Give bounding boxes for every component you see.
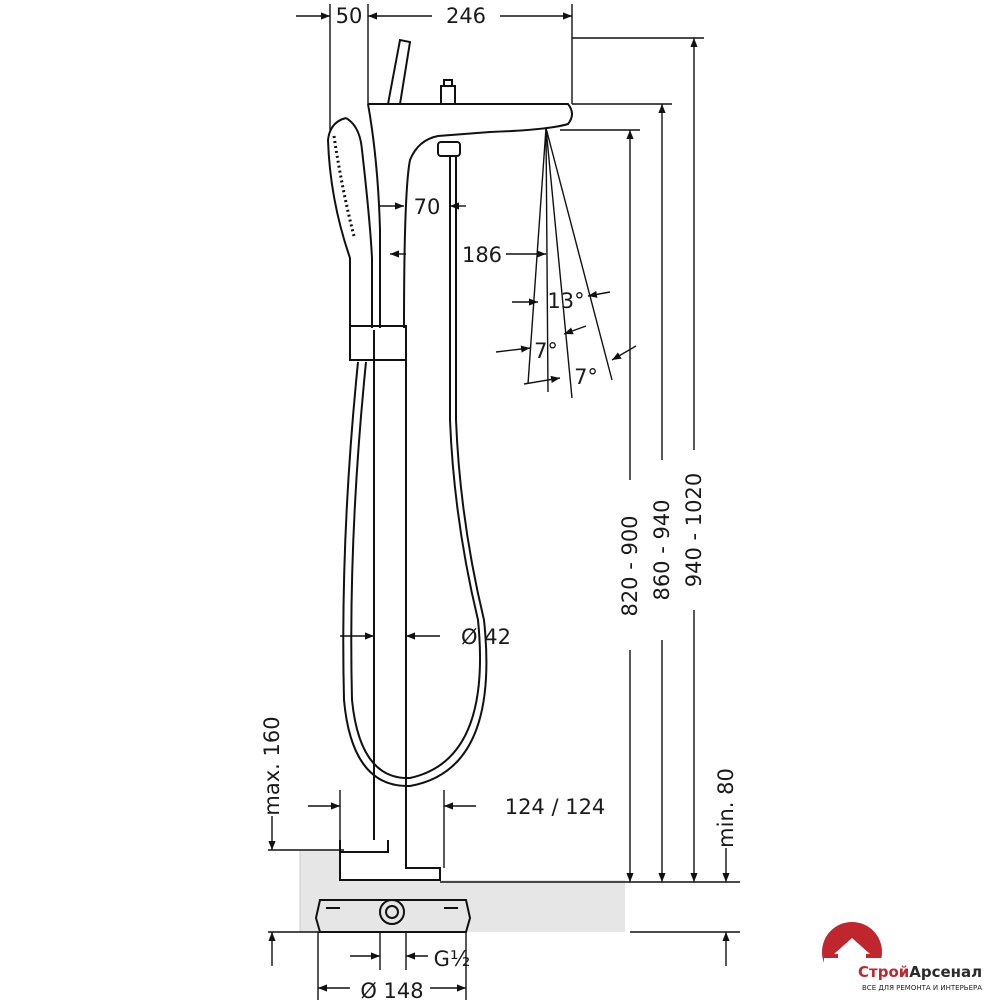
label-186: 186: [462, 243, 502, 267]
label-246: 246: [446, 4, 486, 28]
label-124: 124 / 124: [505, 795, 606, 819]
label-g-half: G½: [434, 947, 471, 971]
svg-text:СтройАрсенал: СтройАрсенал: [858, 963, 982, 981]
label-diameter-42: Ø 42: [461, 625, 511, 649]
label-diameter-148: Ø 148: [360, 979, 423, 1000]
label-height-940-1020: 940 - 1020: [682, 473, 706, 587]
label-70: 70: [414, 195, 441, 219]
brand-name-part2: Арсенал: [909, 963, 982, 981]
brand-name-part1: Строй: [858, 963, 909, 981]
label-angle-7-left: 7°: [534, 339, 558, 363]
mixer-body: [314, 38, 573, 933]
label-angle-7-right: 7°: [574, 365, 598, 389]
label-height-820-900: 820 - 900: [618, 515, 642, 616]
label-50: 50: [336, 4, 363, 28]
label-min-80: min. 80: [714, 768, 738, 848]
dimension-lines: [268, 4, 740, 1000]
label-height-860-940: 860 - 940: [650, 499, 674, 600]
floor-section: [299, 850, 625, 932]
label-angle-13: 13°: [547, 289, 584, 313]
brand-logo: СтройАрсенал ВСЕ ДЛЯ РЕМОНТА И ИНТЕРЬЕРА: [822, 922, 990, 992]
label-max-160: max. 160: [260, 716, 284, 815]
brand-tagline: ВСЕ ДЛЯ РЕМОНТА И ИНТЕРЬЕРА: [862, 984, 982, 992]
